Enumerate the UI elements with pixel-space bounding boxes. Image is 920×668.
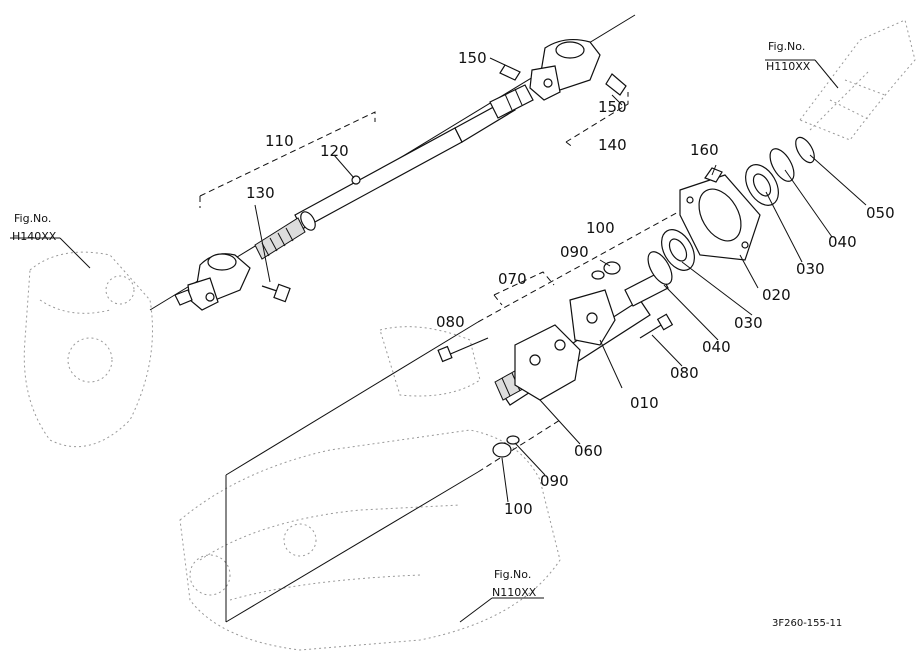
bolt-130 xyxy=(261,283,291,303)
washer-090-upper xyxy=(591,270,605,280)
group-bracket-070 xyxy=(493,271,555,306)
drawing-code: 3F260-155-11 xyxy=(772,618,842,629)
part-label-050: 050 xyxy=(866,204,895,222)
seal-050 xyxy=(795,136,815,164)
snap-ring-040-lower xyxy=(647,251,673,285)
part-label-150-upper: 150 xyxy=(458,49,487,67)
nut-100-lower xyxy=(492,442,512,458)
fig-ref-h110xx: Fig.No. H110XX xyxy=(766,40,811,73)
fig-ref-code: H110XX xyxy=(766,60,811,73)
fig-ref-n110xx: Fig.No. N110XX xyxy=(492,568,537,599)
part-label-130: 130 xyxy=(246,184,275,202)
snap-ring-040-upper xyxy=(769,148,795,182)
yoke-010 xyxy=(569,289,616,346)
leader-lines xyxy=(10,57,867,623)
part-label-010: 010 xyxy=(630,394,659,412)
background-tractor-outline xyxy=(179,326,561,651)
drive-shaft-110 xyxy=(254,84,534,260)
bearing-030-lower xyxy=(661,229,695,271)
part-label-080-left: 080 xyxy=(436,313,465,331)
part-label-110: 110 xyxy=(265,132,294,150)
fig-ref-prefix: Fig.No. xyxy=(494,568,531,581)
background-tube-right xyxy=(799,19,916,141)
bearing-030-upper xyxy=(745,164,779,206)
fig-ref-prefix: Fig.No. xyxy=(768,40,805,53)
background-gearbox-left xyxy=(23,251,153,448)
bolt-080-left xyxy=(437,337,489,363)
part-label-080-right: 080 xyxy=(670,364,699,382)
bolt-150-lower xyxy=(605,73,627,96)
flange-060 xyxy=(514,324,581,401)
part-label-120: 120 xyxy=(320,142,349,160)
part-label-060: 060 xyxy=(574,442,603,460)
part-label-140: 140 xyxy=(598,136,627,154)
part-label-090-lower: 090 xyxy=(540,472,569,490)
part-label-040-lower: 040 xyxy=(702,338,731,356)
fig-ref-code: H140XX xyxy=(12,230,57,243)
fig-ref-h140xx: Fig.No. H140XX xyxy=(12,212,57,243)
universal-joint-right xyxy=(529,38,601,101)
bolt-150-upper xyxy=(499,64,521,81)
bearing-housing-020 xyxy=(679,174,761,261)
part-label-160: 160 xyxy=(690,141,719,159)
fig-ref-code: N110XX xyxy=(492,586,537,599)
part-label-150-lower: 150 xyxy=(598,98,627,116)
part-label-020: 020 xyxy=(762,286,791,304)
part-label-100-upper: 100 xyxy=(586,219,615,237)
part-label-040-upper: 040 xyxy=(828,233,857,251)
group-bracket-110 xyxy=(199,111,376,208)
fig-ref-prefix: Fig.No. xyxy=(14,212,51,225)
bolt-160 xyxy=(704,167,723,183)
part-label-090-upper: 090 xyxy=(560,243,589,261)
bolt-080-right xyxy=(639,313,674,339)
universal-joint-left xyxy=(174,253,251,311)
washer-090-lower xyxy=(506,435,520,445)
part-label-070: 070 xyxy=(498,270,527,288)
part-label-100-lower: 100 xyxy=(504,500,533,518)
part-label-030-lower: 030 xyxy=(734,314,763,332)
part-label-030-upper: 030 xyxy=(796,260,825,278)
group-bracket-140 xyxy=(565,92,629,149)
